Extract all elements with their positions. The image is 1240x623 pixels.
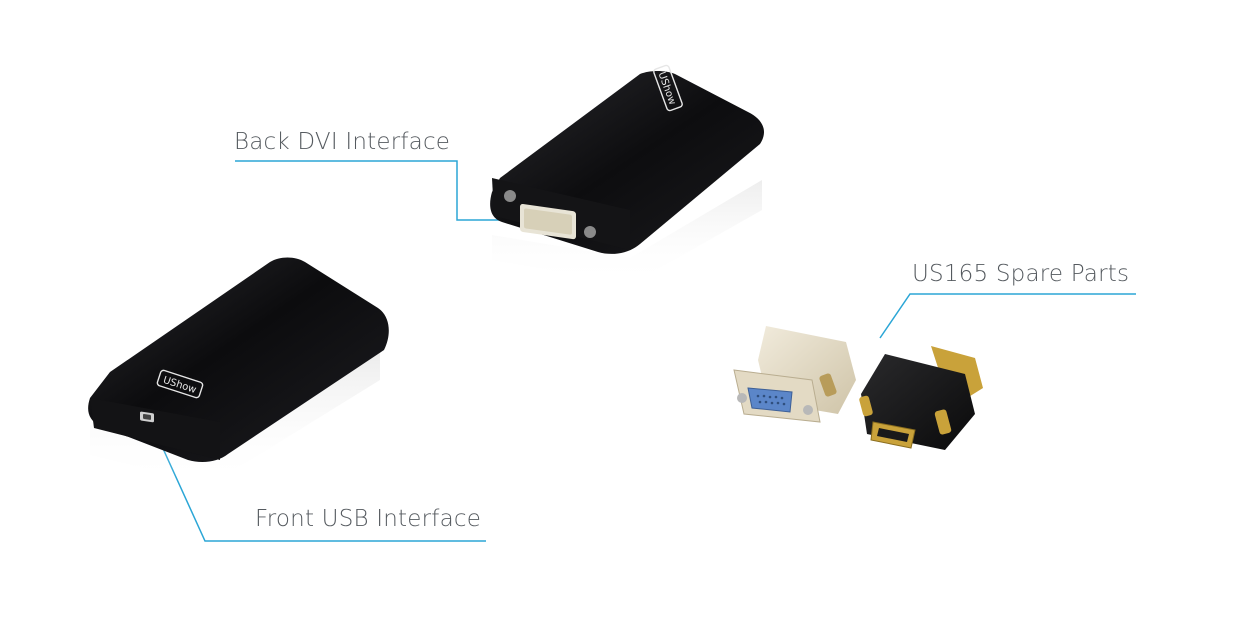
usb-adapter-front-view: UShow xyxy=(88,257,389,485)
dvi-to-hdmi-adapter xyxy=(859,346,983,450)
dvi-to-vga-adapter xyxy=(733,326,856,423)
device-body xyxy=(88,257,389,462)
mini-usb-port xyxy=(140,411,154,423)
front-usb-label: Front USB Interface xyxy=(255,506,482,532)
dvi-port xyxy=(504,190,596,240)
vga-port xyxy=(747,387,793,413)
back-dvi-label: Back DVI Interface xyxy=(234,129,451,155)
spare-parts-callout-line xyxy=(879,293,1136,339)
usb-adapter-back-view: UShow xyxy=(490,64,764,285)
spare-parts-label: US165 Spare Parts xyxy=(912,261,1130,287)
